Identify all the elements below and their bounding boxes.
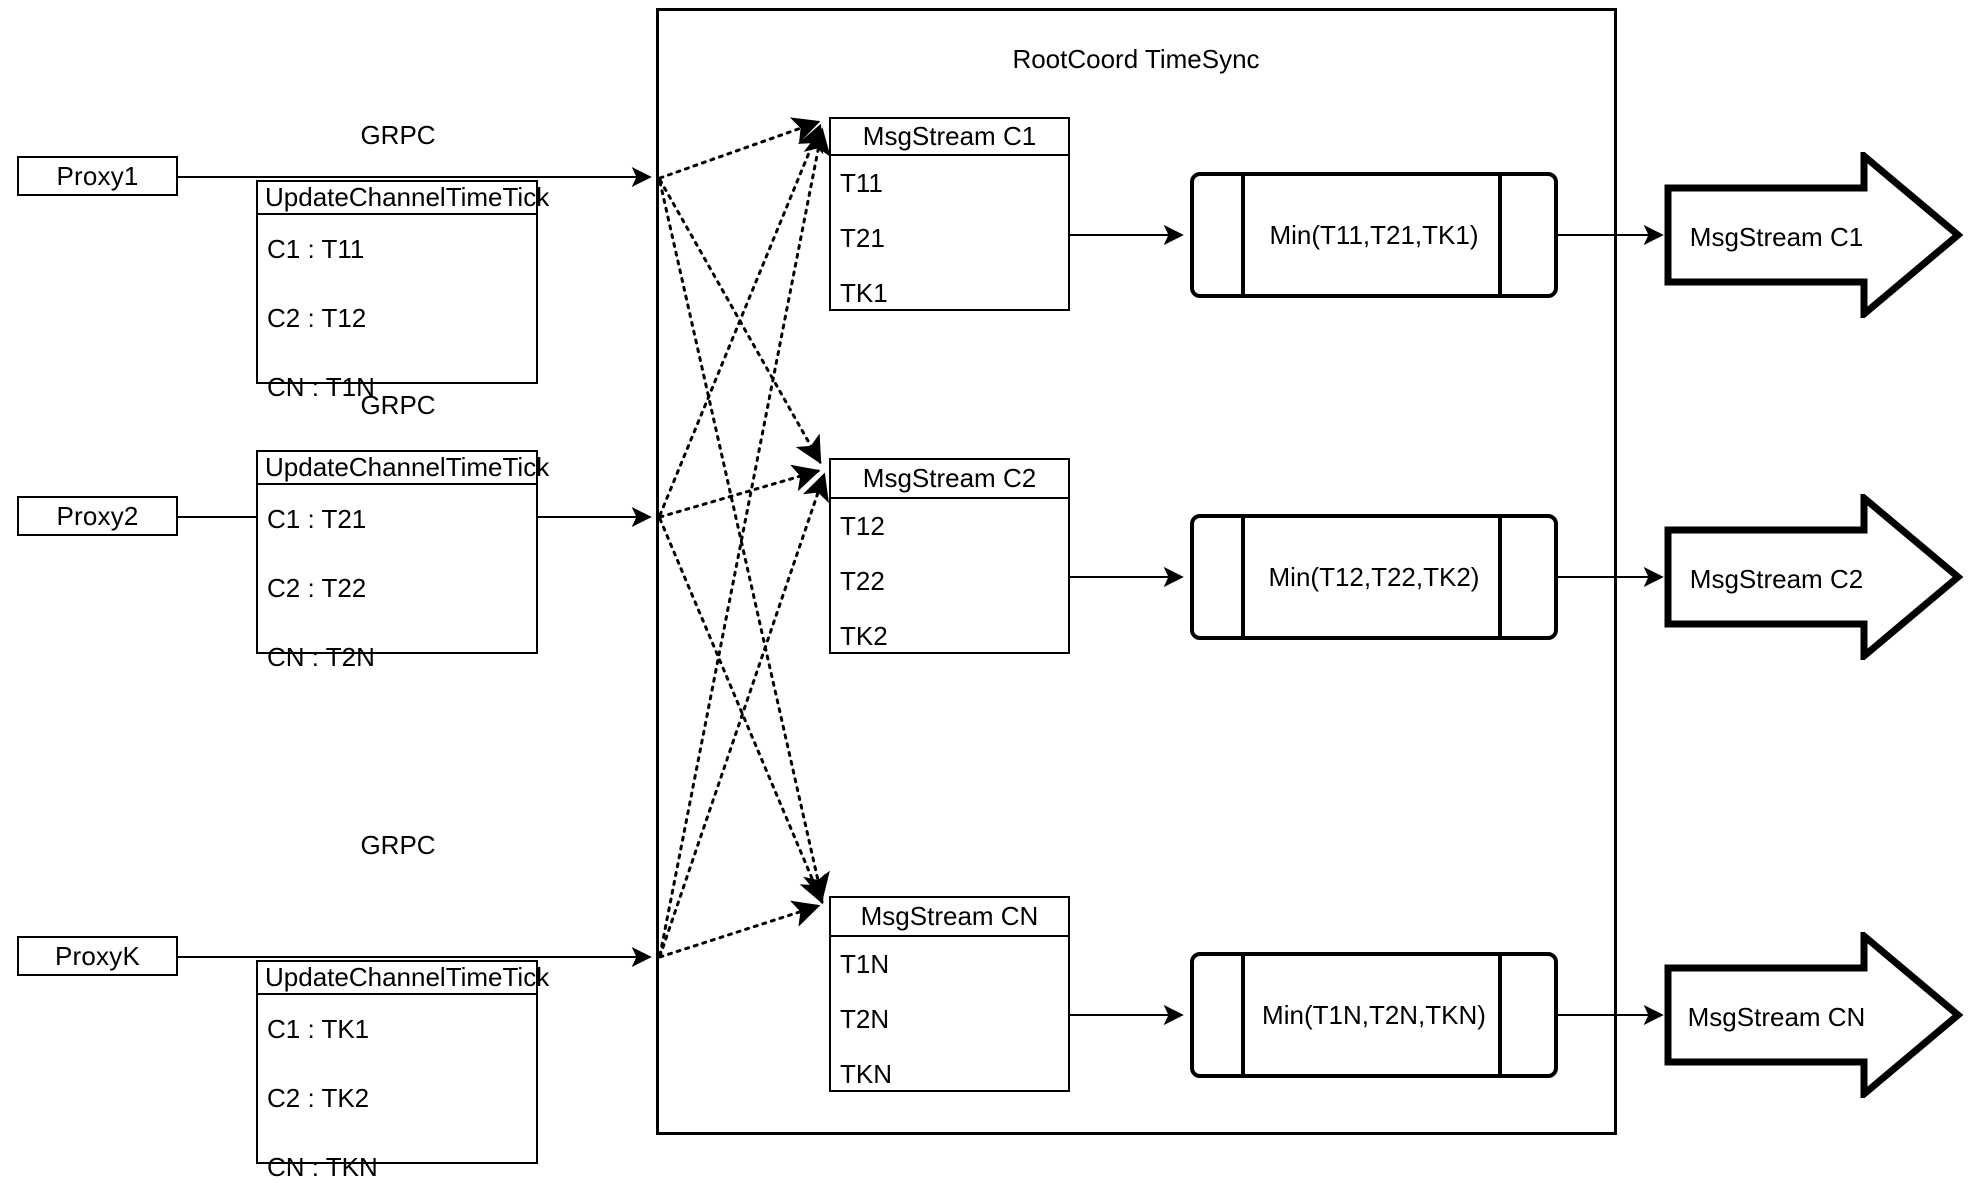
proxy-box-1[interactable]: Proxy1 — [17, 156, 178, 196]
msgstream-row: T22 — [840, 566, 885, 596]
msgstream-row: T12 — [840, 511, 885, 541]
grpc-label-3: GRPC — [360, 830, 436, 860]
min-process-cn: Min(T1N,T2N,TKN) — [1190, 952, 1558, 1078]
request-rows-1: C1 : T11 C2 : T12 CN : T1N — [258, 215, 536, 403]
process-bar-right — [1498, 952, 1502, 1078]
request-title-2: UpdateChannelTimeTick — [258, 452, 549, 485]
process-bar-left — [1241, 172, 1245, 298]
msgstream-title-cn: MsgStream CN — [831, 898, 1068, 937]
request-row: CN : T2N — [267, 642, 375, 672]
request-title-1: UpdateChannelTimeTick — [258, 182, 549, 215]
msgstream-title-c2: MsgStream C2 — [831, 460, 1068, 499]
output-block-arrow-cn: MsgStream CN — [1664, 932, 1964, 1098]
min-process-c1: Min(T11,T21,TK1) — [1190, 172, 1558, 298]
msgstream-row: TK1 — [840, 278, 888, 308]
request-row: C2 : T12 — [267, 303, 367, 333]
proxy-box-3[interactable]: ProxyK — [17, 936, 178, 976]
msgstream-box-c1: MsgStream C1 T11 T21 TK1 — [829, 117, 1070, 311]
msgstream-row: T2N — [840, 1004, 890, 1034]
msgstream-rows-c2: T12 T22 TK2 — [831, 499, 1068, 652]
update-channel-timetick-box-1: UpdateChannelTimeTick C1 : T11 C2 : T12 … — [256, 180, 549, 402]
msgstream-row: T1N — [840, 949, 890, 979]
process-bar-right — [1498, 172, 1502, 298]
msgstream-box-cn: MsgStream CN T1N T2N TKN — [829, 896, 1070, 1092]
output-label-c1: MsgStream C1 — [1689, 222, 1864, 252]
msgstream-row: TK2 — [840, 621, 888, 651]
grpc-label-1: GRPC — [360, 120, 436, 150]
request-title-3: UpdateChannelTimeTick — [258, 962, 549, 995]
request-row: C2 : T22 — [267, 573, 367, 603]
min-expression-cn: Min(T1N,T2N,TKN) — [1262, 999, 1486, 1030]
grpc-label-2: GRPC — [360, 390, 436, 420]
request-row: C2 : TK2 — [267, 1083, 370, 1113]
rootcoord-timesync-title: RootCoord TimeSync — [1012, 44, 1260, 74]
min-expression-c2: Min(T12,T22,TK2) — [1268, 561, 1480, 592]
msgstream-row: TKN — [840, 1059, 892, 1089]
request-row: C1 : T11 — [267, 234, 365, 264]
process-bar-right — [1498, 514, 1502, 640]
proxy-box-2[interactable]: Proxy2 — [17, 496, 178, 536]
output-label-cn: MsgStream CN — [1687, 1002, 1866, 1032]
request-row: CN : TKN — [267, 1152, 378, 1182]
msgstream-row: T11 — [840, 168, 883, 198]
msgstream-title-c1: MsgStream C1 — [831, 119, 1068, 156]
msgstream-rows-cn: T1N T2N TKN — [831, 937, 1068, 1090]
rootcoord-timesync-container — [656, 8, 1617, 1135]
request-row: C1 : T21 — [267, 504, 367, 534]
output-block-arrow-c2: MsgStream C2 — [1664, 494, 1964, 660]
request-row: CN : T1N — [267, 372, 375, 402]
request-rows-2: C1 : T21 C2 : T22 CN : T2N — [258, 485, 536, 673]
min-expression-c1: Min(T11,T21,TK1) — [1269, 219, 1479, 250]
request-row: C1 : TK1 — [267, 1014, 370, 1044]
output-block-arrow-c1: MsgStream C1 — [1664, 152, 1964, 318]
request-rows-3: C1 : TK1 C2 : TK2 CN : TKN — [258, 995, 536, 1183]
output-label-c2: MsgStream C2 — [1689, 564, 1864, 594]
update-channel-timetick-box-3: UpdateChannelTimeTick C1 : TK1 C2 : TK2 … — [256, 960, 549, 1182]
msgstream-box-c2: MsgStream C2 T12 T22 TK2 — [829, 458, 1070, 654]
msgstream-rows-c1: T11 T21 TK1 — [831, 156, 1068, 309]
min-process-c2: Min(T12,T22,TK2) — [1190, 514, 1558, 640]
update-channel-timetick-box-2: UpdateChannelTimeTick C1 : T21 C2 : T22 … — [256, 450, 549, 672]
process-bar-left — [1241, 514, 1245, 640]
msgstream-row: T21 — [840, 223, 885, 253]
process-bar-left — [1241, 952, 1245, 1078]
